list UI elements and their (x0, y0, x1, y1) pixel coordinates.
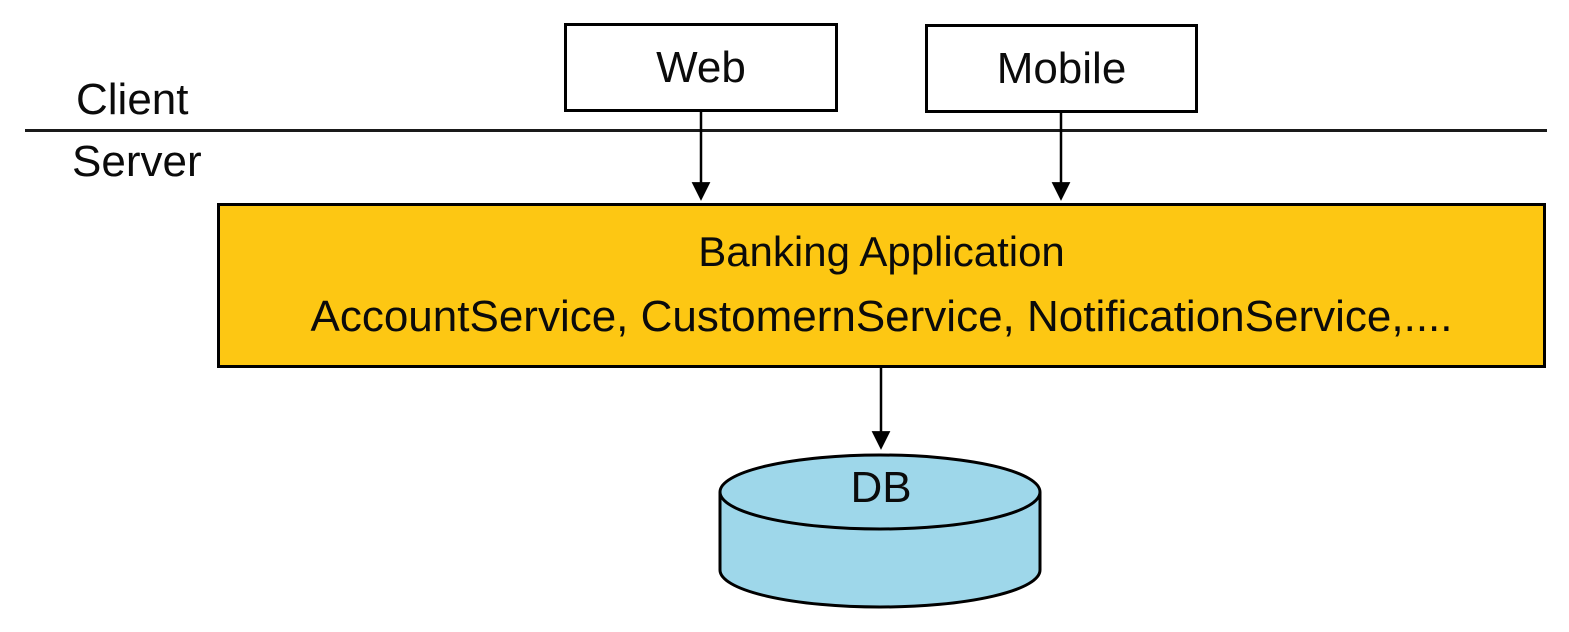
db-cylinder-top-ellipse (718, 453, 1042, 531)
web-node: Web (564, 23, 838, 112)
mobile-node-label: Mobile (996, 43, 1127, 93)
banking-application-node: Banking Application AccountService, Cust… (217, 203, 1546, 368)
server-zone-label: Server (72, 137, 202, 186)
banking-application-title: Banking Application (698, 228, 1065, 276)
client-server-divider-line (25, 129, 1547, 132)
db-cylinder-shape (718, 453, 1042, 609)
mobile-node: Mobile (925, 24, 1198, 113)
banking-application-services-list: AccountService, CustomernService, Notifi… (310, 292, 1453, 342)
web-node-label: Web (656, 42, 746, 92)
db-node-label: DB (850, 463, 912, 512)
client-zone-label: Client (76, 75, 189, 124)
